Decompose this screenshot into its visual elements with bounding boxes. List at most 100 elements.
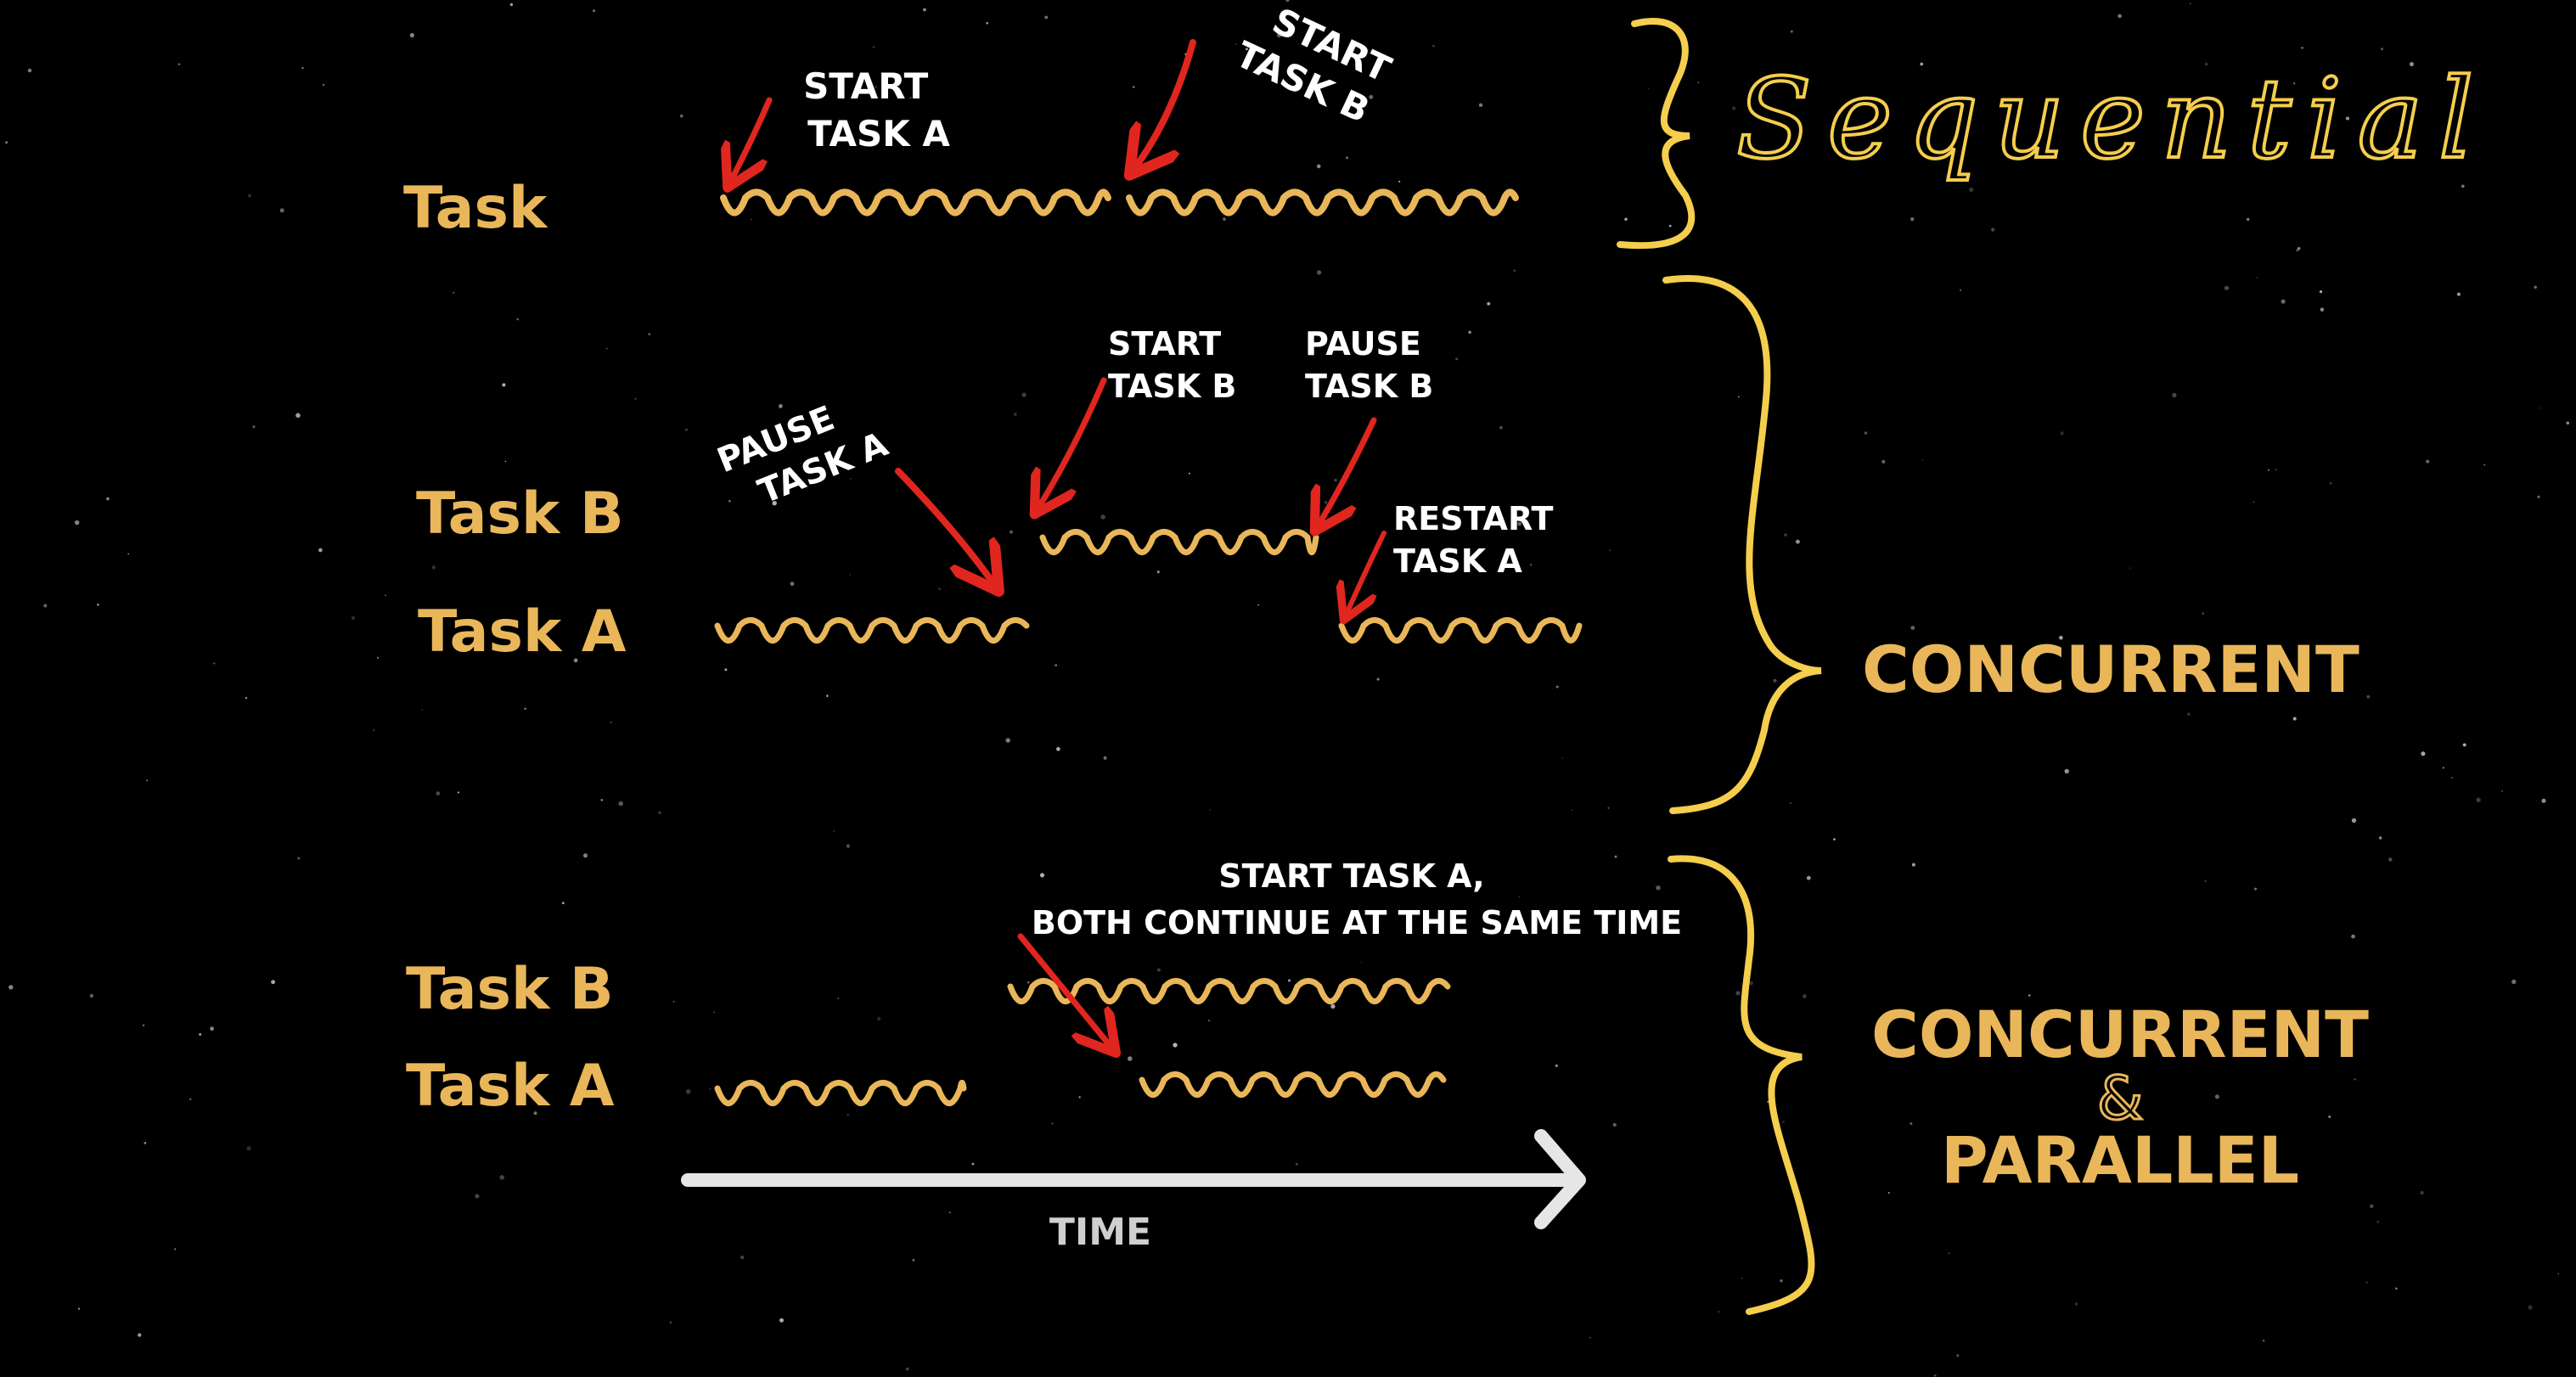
task-a-wave-first	[714, 1079, 967, 1107]
star	[1609, 549, 1611, 552]
star	[43, 604, 48, 608]
task-a-wave-first	[714, 616, 1030, 644]
star	[724, 668, 728, 672]
star	[1803, 994, 1807, 998]
star	[1005, 738, 1010, 743]
star	[2204, 880, 2207, 883]
star	[875, 86, 877, 88]
star	[1285, 0, 1290, 3]
star	[1991, 228, 1995, 232]
star	[592, 9, 596, 13]
star	[1513, 269, 1516, 272]
star	[750, 218, 752, 221]
star	[1276, 32, 1282, 38]
star	[1287, 979, 1291, 982]
star	[97, 603, 99, 606]
star	[1223, 217, 1226, 221]
star	[146, 779, 149, 782]
start-task-a-arrow	[1017, 933, 1112, 1048]
star	[77, 1307, 81, 1310]
star	[618, 801, 623, 807]
star	[1612, 1122, 1617, 1127]
star	[1780, 1279, 1783, 1283]
star	[610, 721, 612, 723]
task-b-wave	[1007, 977, 1451, 1005]
star	[1833, 838, 1836, 840]
parallel-brace	[1668, 855, 1815, 1315]
star	[2281, 299, 2286, 304]
star	[1468, 330, 1471, 334]
star	[1741, 1278, 1743, 1279]
star	[1624, 217, 1628, 222]
star	[1039, 873, 1045, 878]
star	[790, 582, 795, 587]
star	[1948, 1252, 1950, 1254]
star	[1128, 1056, 1133, 1061]
star	[516, 318, 519, 321]
star	[2476, 797, 2481, 802]
star	[1330, 1003, 1336, 1009]
parallel-label-line1: CONCURRENT	[1871, 997, 2369, 1072]
star	[2566, 421, 2570, 425]
star	[1881, 459, 1886, 464]
start-task-a-arrow	[730, 97, 773, 183]
star	[2187, 712, 2191, 716]
star	[2534, 285, 2537, 289]
star	[1956, 1354, 1960, 1357]
star	[740, 1256, 745, 1260]
pause-task-b-label: PAUSE TASK B	[1305, 325, 1433, 405]
star	[846, 844, 851, 848]
star	[1188, 472, 1190, 475]
star	[533, 1111, 537, 1116]
star	[2074, 1302, 2078, 1306]
star	[246, 1146, 251, 1151]
start-task-b-arrow	[1133, 39, 1196, 170]
star	[143, 1024, 145, 1026]
star	[385, 594, 387, 597]
star	[2015, 1012, 2021, 1018]
star	[2320, 307, 2325, 312]
star	[1173, 1043, 1178, 1048]
star	[2451, 777, 2453, 778]
start-task-b-label: START TASK B	[1108, 325, 1236, 405]
star	[938, 587, 942, 591]
star	[2202, 612, 2205, 615]
star	[1360, 961, 1363, 964]
star	[1013, 413, 1017, 416]
star	[1656, 885, 1661, 891]
star	[2293, 82, 2296, 85]
star	[837, 998, 840, 999]
star	[599, 639, 603, 643]
star	[138, 1333, 142, 1337]
star	[1767, 1100, 1769, 1103]
star	[1056, 746, 1060, 751]
parallel-note-line1: START TASK A,	[1218, 857, 1484, 895]
star	[1517, 521, 1522, 526]
star	[772, 501, 777, 506]
star	[2537, 495, 2540, 498]
star	[2118, 14, 2122, 19]
star	[1773, 678, 1777, 683]
star	[583, 853, 588, 858]
star	[301, 66, 304, 70]
star	[376, 656, 380, 660]
star	[1257, 604, 1259, 606]
star	[912, 1258, 915, 1262]
star	[1735, 991, 1741, 996]
star	[106, 497, 110, 501]
star	[450, 198, 453, 201]
star	[826, 694, 829, 697]
parallel-label-line2: PARALLEL	[1941, 1122, 2299, 1198]
pause-task-b-arrow	[1318, 417, 1377, 526]
star	[1789, 801, 1791, 805]
star	[213, 662, 216, 665]
star	[279, 208, 284, 213]
star	[2483, 464, 2486, 466]
start-task-b-arrow	[1038, 377, 1107, 509]
star	[1921, 459, 1923, 461]
star	[297, 857, 301, 860]
star	[2351, 934, 2355, 939]
star	[685, 1089, 691, 1094]
concurrent-section: Task B Task A PAUSE TASK A START TASK B …	[416, 275, 2359, 814]
